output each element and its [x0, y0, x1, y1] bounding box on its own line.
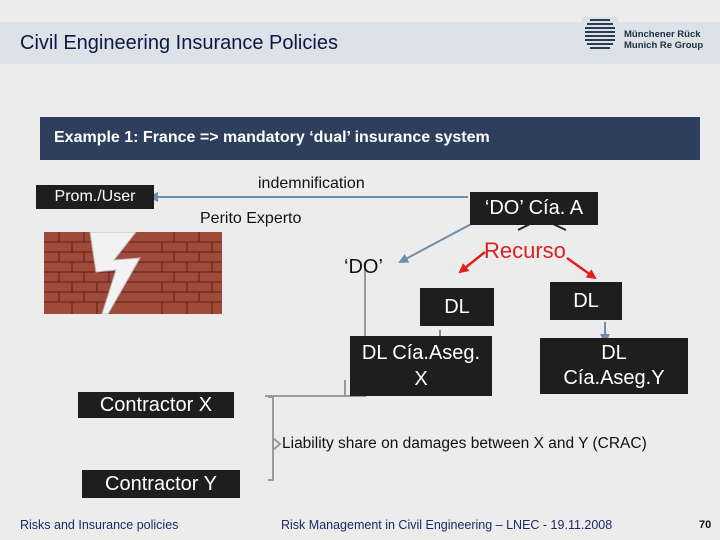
- dl-y-line2: Cía.Aseg.Y: [563, 367, 665, 389]
- prom-user-box: Prom./User: [36, 185, 154, 209]
- cracked-brick-wall-icon: [44, 232, 222, 314]
- footer-left: Risks and Insurance policies: [20, 518, 179, 532]
- page-title: Civil Engineering Insurance Policies: [20, 32, 338, 54]
- bracket: [268, 396, 274, 481]
- dl-left-label: DL: [444, 296, 470, 318]
- prom-user-label: Prom./User: [54, 188, 136, 205]
- dl-cia-aseg-x-box: DL Cía.Aseg. X: [350, 336, 492, 396]
- liability-label: Liability share on damages between X and…: [282, 435, 647, 452]
- page-number: 70: [699, 519, 712, 531]
- dl-y-line1: DL: [601, 342, 627, 364]
- contractor-x-box: Contractor X: [78, 392, 234, 418]
- example-banner: [40, 117, 700, 160]
- do-label: ‘DO’: [344, 256, 383, 278]
- contractor-x-label: Contractor X: [99, 394, 213, 416]
- dl-right-box: DL: [550, 282, 622, 320]
- crack-shape: [89, 232, 141, 314]
- logo-text: Münchener Rück Munich Re Group: [624, 29, 703, 51]
- dl-cia-aseg-y-box: DL Cía.Aseg.Y: [540, 338, 688, 394]
- logo-line2: Munich Re Group: [624, 40, 704, 51]
- footer-middle: Risk Management in Civil Engineering – L…: [281, 518, 613, 532]
- do-cia-a-label: ‘DO’ Cía. A: [484, 197, 584, 219]
- contractor-y-box: Contractor Y: [82, 470, 240, 498]
- contractor-y-label: Contractor Y: [105, 473, 217, 495]
- dl-right-label: DL: [573, 290, 599, 312]
- dl-x-line2: X: [414, 368, 428, 390]
- logo-line1: Münchener Rück: [624, 29, 701, 40]
- bracket-tip: [272, 437, 282, 451]
- do-vertical-line: [265, 262, 366, 397]
- banner-text: Example 1: France => mandatory ‘dual’ in…: [54, 129, 490, 146]
- recurso-arrow-right: [566, 256, 597, 280]
- recurso-label: Recurso: [484, 238, 566, 263]
- perito-experto-label: Perito Experto: [200, 210, 302, 227]
- recurso-arrow-left: [458, 251, 486, 274]
- do-cia-arrow: [398, 221, 476, 263]
- dl-left-box: DL: [420, 288, 494, 326]
- dl-x-line1: DL Cía.Aseg.: [361, 342, 481, 364]
- munich-re-logo-icon: [582, 17, 618, 53]
- dash-mark-1: [517, 223, 531, 231]
- dash-mark-2: [552, 223, 567, 231]
- do-cia-a-box: ‘DO’ Cía. A: [470, 192, 598, 225]
- indemnification-label: indemnification: [258, 175, 365, 192]
